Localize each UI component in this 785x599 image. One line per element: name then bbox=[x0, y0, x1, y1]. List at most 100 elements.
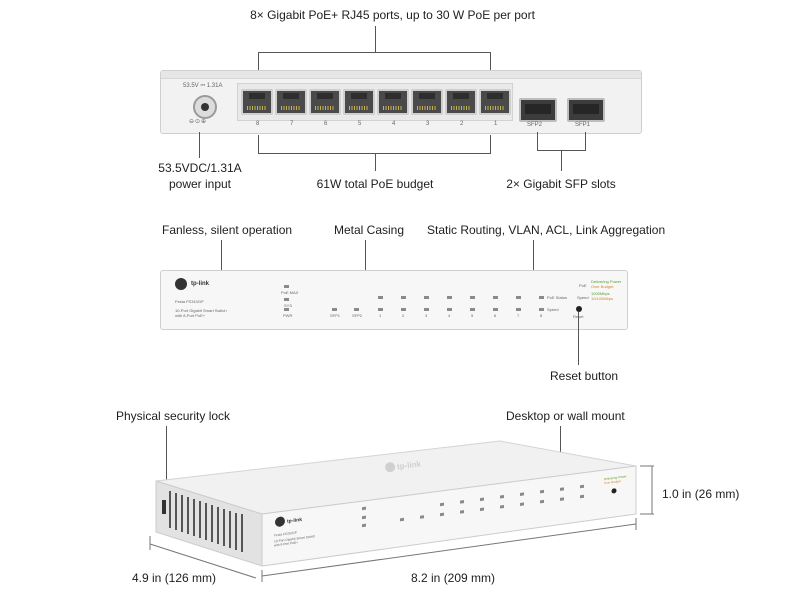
led-label: PWR bbox=[283, 313, 293, 318]
led-port-4-poe bbox=[447, 296, 452, 299]
led-poe-max bbox=[284, 285, 289, 288]
row-label-poe-status: PoE Status bbox=[547, 295, 568, 300]
port-led-number: 7 bbox=[517, 313, 520, 318]
front-logo-text: tp-link bbox=[287, 517, 302, 525]
led-port-6-poe bbox=[493, 296, 498, 299]
led-port-6-speed bbox=[493, 308, 498, 311]
callout-height: 1.0 in (26 mm) bbox=[662, 487, 740, 501]
callout-mount: Desktop or wall mount bbox=[506, 409, 625, 423]
sfp-label: SFP1 bbox=[575, 122, 591, 128]
rj45-port-7[interactable] bbox=[275, 89, 307, 115]
port-led-number: 4 bbox=[448, 313, 451, 318]
led-sys bbox=[284, 298, 289, 301]
dc-power-jack bbox=[193, 95, 217, 119]
port-led-number: 3 bbox=[425, 313, 428, 318]
bracket-line bbox=[258, 135, 259, 153]
leader-line bbox=[221, 240, 222, 276]
top-logo-text: tp-link bbox=[397, 459, 422, 471]
sfp-led-label: SFP2 bbox=[352, 313, 363, 318]
vent-grille bbox=[169, 491, 243, 552]
rj45-port-8[interactable] bbox=[241, 89, 273, 115]
rj45-port-4[interactable] bbox=[377, 89, 409, 115]
port-led-number: 8 bbox=[540, 313, 543, 318]
front-model: Festa FS310GP bbox=[274, 531, 297, 538]
port-number: 8 bbox=[256, 121, 260, 127]
front-panel: tp-link Festa FS310GP 10-Port Gigabit Sm… bbox=[160, 270, 628, 330]
led-port-7-poe bbox=[516, 296, 521, 299]
bracket-line bbox=[258, 153, 491, 154]
front-desc2: with 8-Port PoE+ bbox=[274, 540, 298, 547]
led-port-5-speed bbox=[470, 308, 475, 311]
rear-panel: 53.5V ⎓ 1.31A ⊖⊙⊕ 8 7 6 5 4 3 2 1 SFP2 S… bbox=[160, 70, 642, 134]
port-number: 3 bbox=[426, 121, 430, 127]
callout-security-lock: Physical security lock bbox=[116, 409, 231, 423]
callout-width: 8.2 in (209 mm) bbox=[411, 571, 496, 585]
model-name: Festa FS310GP bbox=[175, 299, 204, 304]
port-led-number: 5 bbox=[471, 313, 474, 318]
leader-line bbox=[375, 153, 376, 171]
front-face-details: tp-link Festa FS310GP 10-Port Gigabit Sm… bbox=[274, 474, 627, 547]
led-port-4-speed bbox=[447, 308, 452, 311]
port-number: 2 bbox=[460, 121, 464, 127]
legend-poe-item: Delivering Power bbox=[591, 279, 622, 284]
legend-speed-item: 10/100Mbps bbox=[591, 296, 614, 301]
callout-poe-ports: 8× Gigabit PoE+ RJ45 ports, up to 30 W P… bbox=[250, 8, 535, 22]
bracket-line bbox=[585, 132, 586, 150]
port-number: 1 bbox=[494, 121, 498, 127]
port-number: 6 bbox=[324, 121, 328, 127]
legend-poe-item: Over Budget bbox=[591, 284, 614, 289]
callout-fanless: Fanless, silent operation bbox=[162, 223, 293, 237]
model-desc-line1: 10-Port Gigabit Smart Switch bbox=[175, 308, 227, 313]
polarity-icon: ⊖⊙⊕ bbox=[189, 119, 208, 125]
sfp-slot-1[interactable] bbox=[567, 98, 605, 122]
row-label-speed: Speed bbox=[547, 307, 559, 312]
legend-speed-item: 1000Mbps bbox=[591, 291, 610, 296]
leader-line bbox=[199, 132, 200, 158]
bracket-line bbox=[537, 132, 538, 150]
led-port-8-poe bbox=[539, 296, 544, 299]
callout-depth: 4.9 in (126 mm) bbox=[132, 571, 217, 585]
sfp-led-label: SFP1 bbox=[330, 313, 341, 318]
led-sfp1 bbox=[332, 308, 337, 311]
power-rating-label: 53.5V ⎓ 1.31A bbox=[183, 83, 223, 89]
led-port-8-speed bbox=[539, 308, 544, 311]
model-desc-line2: with 8-Port PoE+ bbox=[175, 313, 206, 318]
leader-line bbox=[561, 150, 562, 171]
led-port-5-poe bbox=[470, 296, 475, 299]
callout-features: Static Routing, VLAN, ACL, Link Aggregat… bbox=[427, 223, 666, 237]
led-port-1-poe bbox=[378, 296, 383, 299]
port-led-number: 6 bbox=[494, 313, 497, 318]
brand-name: tp-link bbox=[191, 281, 209, 287]
port-number: 5 bbox=[358, 121, 362, 127]
leader-line bbox=[560, 426, 561, 456]
led-label: PoE MAX bbox=[281, 290, 299, 295]
sfp-slot-2[interactable] bbox=[519, 98, 557, 122]
port-led-number: 2 bbox=[402, 313, 405, 318]
led-port-2-speed bbox=[401, 308, 406, 311]
brand-logo-icon bbox=[175, 278, 187, 290]
bracket-line bbox=[258, 52, 259, 86]
bracket-line bbox=[490, 52, 491, 86]
rear-top-strip bbox=[161, 71, 641, 79]
rj45-port-1[interactable] bbox=[479, 89, 511, 115]
callout-poe-budget: 61W total PoE budget bbox=[316, 177, 434, 191]
security-lock-slot bbox=[162, 500, 166, 514]
legend-speed-label: Speed bbox=[577, 295, 589, 300]
sfp-label: SFP2 bbox=[527, 122, 543, 128]
reset-button[interactable] bbox=[576, 306, 582, 312]
rj45-port-6[interactable] bbox=[309, 89, 341, 115]
callout-power-input-line1: 53.5VDC/1.31A bbox=[158, 161, 242, 175]
led-port-3-speed bbox=[424, 308, 429, 311]
front-reset-button bbox=[611, 488, 617, 494]
leader-line bbox=[166, 426, 167, 518]
rj45-port-3[interactable] bbox=[411, 89, 443, 115]
port-number: 7 bbox=[290, 121, 294, 127]
led-pwr bbox=[284, 308, 289, 311]
bracket-line bbox=[258, 52, 491, 53]
rj45-port-5[interactable] bbox=[343, 89, 375, 115]
led-port-3-poe bbox=[424, 296, 429, 299]
rj45-port-2[interactable] bbox=[445, 89, 477, 115]
front-legend-poe: Over Budget bbox=[604, 479, 621, 485]
front-desc1: 10-Port Gigabit Smart Switch bbox=[274, 534, 315, 543]
